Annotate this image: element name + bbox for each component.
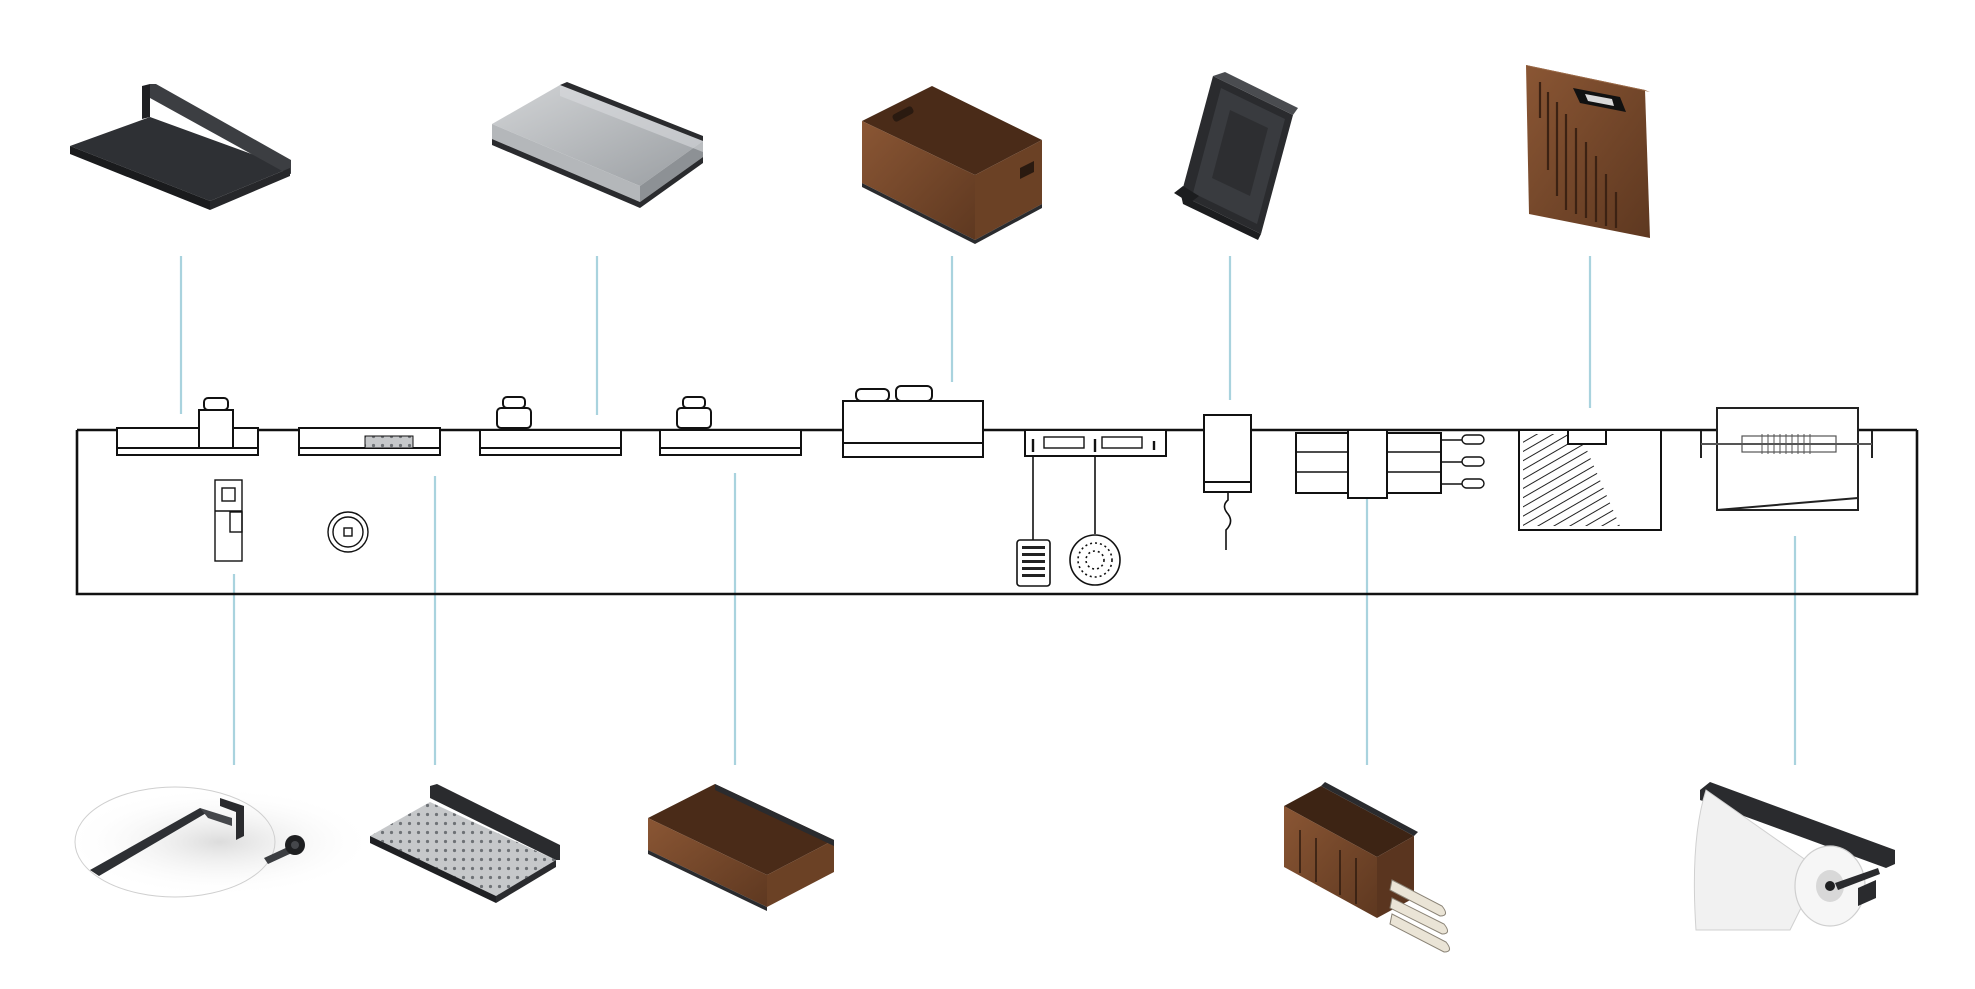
rail-utensil-rail [1024,429,1167,457]
knife-block-slots [1299,830,1357,904]
perforated-shelf-icon [370,784,560,903]
rail-shelf-1 [116,397,259,456]
shelf-icon [70,84,291,210]
paper-roll-coil [1761,434,1811,454]
tablet-holder-icon [1174,72,1298,240]
cutting-board-icon [1526,65,1650,238]
tap-bracket-icon [64,786,376,898]
rail-crate [842,385,984,458]
spatula-icon [1016,456,1051,587]
knife-handles [1389,879,1450,953]
wood-tray-icon [648,784,834,911]
rail-cutting-board [1518,429,1662,531]
rail-tablet-holder [1203,414,1252,550]
cutting-board-grooves [1538,82,1618,228]
knife-block-icon [1284,782,1450,953]
rail-shelf-3 [479,396,622,456]
steel-tray-icon [492,82,703,208]
paper-roll-holder-icon [1693,782,1895,931]
rail-assembly [75,385,1919,596]
wood-crate-icon [862,86,1042,244]
spatula-slots [1022,546,1045,577]
rail-paper-roll [1700,407,1873,511]
rail-round-knob [327,511,369,553]
rail-shelf-4 [659,396,802,456]
rail-tap-front [214,479,243,562]
skimmer-icon [1069,456,1121,586]
wall-outline [75,430,1919,596]
rail-knife-block [1295,429,1485,499]
rail-shelf-2 [298,427,441,456]
leader-lines [179,256,1797,765]
